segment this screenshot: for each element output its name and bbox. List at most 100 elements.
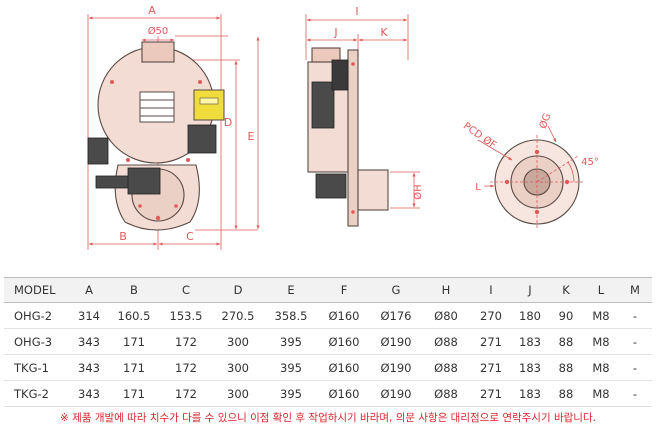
table-cell: 171 (108, 380, 160, 407)
table-cell: 88 (548, 328, 584, 355)
header-cell: E (264, 277, 318, 303)
header-cell: A (70, 277, 108, 303)
header-cell: D (212, 277, 264, 303)
dim-label-g: ØG (537, 112, 554, 131)
table-cell: 171 (108, 328, 160, 355)
header-cell: L (584, 277, 618, 303)
header-cell: C (160, 277, 212, 303)
table-cell: - (618, 302, 652, 329)
front-view: A Ø50 B C D E (87, 4, 260, 250)
table-cell: Ø88 (422, 354, 470, 381)
table-cell: 88 (548, 354, 584, 381)
table-cell: 271 (470, 328, 512, 355)
table-cell: Ø190 (370, 380, 422, 407)
table-cell: - (618, 328, 652, 355)
table-cell: Ø190 (370, 328, 422, 355)
solenoid (87, 137, 109, 165)
table-cell: Ø176 (370, 302, 422, 329)
table-cell: 343 (70, 380, 108, 407)
table-cell: 271 (470, 380, 512, 407)
header-cell: MODEL (4, 277, 70, 303)
side-view: I J K ØH (305, 5, 424, 227)
table-cell: 395 (264, 328, 318, 355)
bolt-dots (110, 80, 202, 221)
table-cell: OHG-3 (4, 328, 70, 355)
spec-table: MODEL A B C D E F G H I J K L M OHG-2 31… (4, 277, 652, 407)
side-motor (311, 81, 335, 129)
dim-label-k: K (380, 26, 388, 39)
table-cell: 314 (70, 302, 108, 329)
table-cell: - (618, 354, 652, 381)
table-cell: 172 (160, 380, 212, 407)
header-cell: F (318, 277, 370, 303)
table-cell: 90 (548, 302, 584, 329)
dim-label-pcd: PCD ØF (461, 120, 499, 151)
dim-label-a: A (148, 4, 156, 17)
gas-valve (187, 124, 217, 154)
table-header-row: MODEL A B C D E F G H I J K L M (4, 277, 652, 303)
table-cell: 300 (212, 380, 264, 407)
table-cell: 271 (470, 354, 512, 381)
dim-label-c: C (186, 230, 194, 243)
table-cell: 183 (512, 380, 548, 407)
blast-tube (357, 169, 389, 211)
table-cell: - (618, 380, 652, 407)
table-cell: 300 (212, 328, 264, 355)
header-cell: M (618, 277, 652, 303)
header-cell: J (512, 277, 548, 303)
header-cell: I (470, 277, 512, 303)
table-cell: Ø160 (318, 354, 370, 381)
table-cell: 395 (264, 354, 318, 381)
table-row: TKG-2 343 171 172 300 395 Ø160 Ø190 Ø88 … (4, 380, 652, 407)
table-cell: M8 (584, 354, 618, 381)
table-cell: Ø160 (318, 328, 370, 355)
dim-label-b: B (119, 230, 127, 243)
table-cell: 270 (470, 302, 512, 329)
table-cell: Ø160 (318, 302, 370, 329)
header-cell: B (108, 277, 160, 303)
table-cell: 343 (70, 328, 108, 355)
table-cell: 172 (160, 328, 212, 355)
table-cell: 183 (512, 328, 548, 355)
table-cell: 180 (512, 302, 548, 329)
dim-label-d: D (224, 116, 232, 129)
table-cell: Ø160 (318, 380, 370, 407)
table-cell: Ø80 (422, 302, 470, 329)
table-row: TKG-1 343 171 172 300 395 Ø160 Ø190 Ø88 … (4, 354, 652, 381)
table-cell: 343 (70, 354, 108, 381)
side-valve (315, 173, 347, 199)
header-cell: K (548, 277, 584, 303)
table-cell: 270.5 (212, 302, 264, 329)
dim-label-i: I (355, 5, 358, 18)
angle-arc (567, 161, 575, 183)
table-cell: TKG-1 (4, 354, 70, 381)
table-cell: 395 (264, 380, 318, 407)
control-box (193, 89, 225, 121)
fan-grille (139, 91, 175, 123)
table-cell: 88 (548, 380, 584, 407)
dim-label-j: J (333, 26, 337, 39)
table-cell: Ø88 (422, 328, 470, 355)
table-cell: Ø190 (370, 354, 422, 381)
header-cell: G (370, 277, 422, 303)
air-inlet-neck (141, 41, 175, 63)
side-flange-plate (347, 49, 359, 227)
dim-line-g (547, 125, 557, 143)
table-cell: OHG-2 (4, 302, 70, 329)
table-cell: 153.5 (160, 302, 212, 329)
dim-label-l: L (475, 182, 481, 193)
table-cell: M8 (584, 328, 618, 355)
disclaimer-note: ※ 제품 개발에 따라 치수가 다를 수 있으니 이점 확인 후 작업하시기 바… (60, 412, 596, 424)
dim-label-h: ØH (412, 184, 424, 199)
dim-label-e: E (248, 130, 255, 143)
header-cell: H (422, 277, 470, 303)
table-cell: 358.5 (264, 302, 318, 329)
table-cell: Ø88 (422, 380, 470, 407)
dim-label-angle: 45° (581, 157, 599, 168)
table-cell: 300 (212, 354, 264, 381)
flange-view: PCD ØF ØG L 45° (461, 112, 599, 229)
burner-dimension-drawing: A Ø50 B C D E (87, 4, 599, 250)
table-row: OHG-2 314 160.5 153.5 270.5 358.5 Ø160 Ø… (4, 302, 652, 329)
table-cell: TKG-2 (4, 380, 70, 407)
table-cell: M8 (584, 380, 618, 407)
